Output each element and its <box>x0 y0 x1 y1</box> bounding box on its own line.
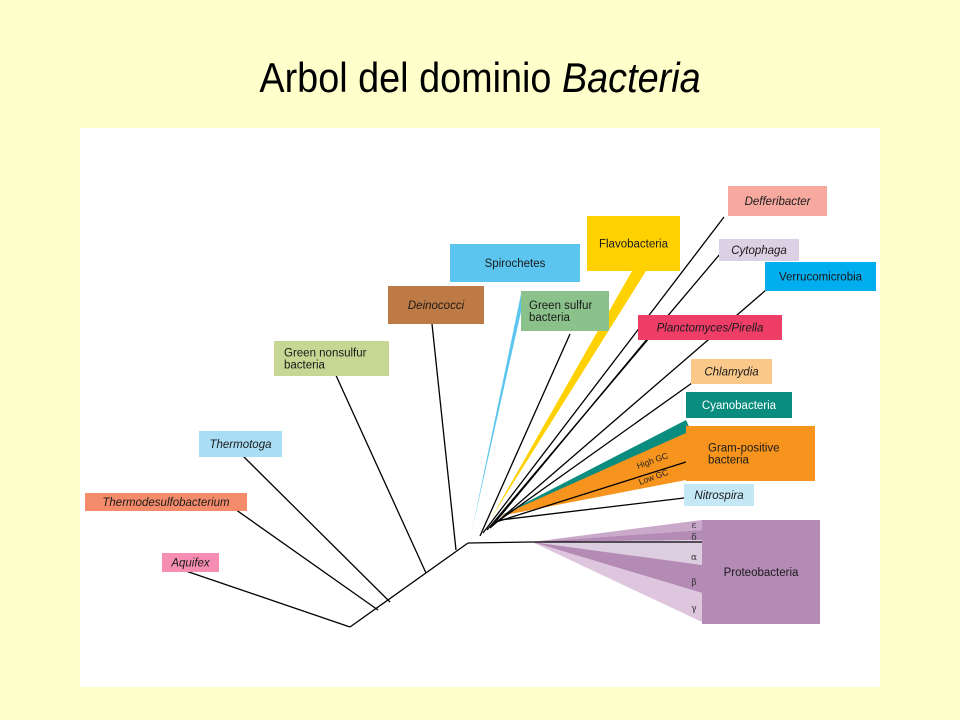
branch-deinococci <box>431 323 457 551</box>
cyanobacteria-label-box <box>686 392 792 418</box>
thermotoga-label-box <box>199 431 282 457</box>
phylogenetic-tree: Aquifex Thermodesulfobacterium Thermotoga G… <box>85 186 876 628</box>
green-sulfur-label-text: Green sulfur <box>529 300 592 312</box>
green-sulfur-label-box <box>521 291 609 331</box>
gram-positive-label-text: bacteria <box>708 455 750 467</box>
spirochetes-label-box <box>450 244 580 282</box>
proteobacteria-label-text: Proteobacteria <box>724 567 799 579</box>
branch-defferibacter <box>482 216 725 534</box>
verrucomicrobia-label-box <box>765 262 876 291</box>
branch-aquifex <box>179 568 351 628</box>
branch-green-sulfur <box>479 333 571 537</box>
branch-planctomyces <box>491 337 649 527</box>
flavobacteria-label-box <box>587 216 680 271</box>
gram-positive-label-box <box>686 426 815 481</box>
planctomyces-label-box <box>638 315 782 340</box>
green-sulfur-label-text: bacteria <box>529 312 571 324</box>
label-spirochetes: Spirochetes <box>450 244 580 282</box>
nitrospira-label-text: Nitrospira <box>694 490 743 502</box>
label-cyanobacteria: Cyanobacteria <box>686 392 792 418</box>
proteobacteria-subgroup-label: γ <box>691 604 696 614</box>
gram-positive-label-text: Gram-positive <box>708 443 780 455</box>
chlamydia-label-text: Chlamydia <box>704 367 758 379</box>
label-proteobacteria: Proteobacteria <box>702 520 820 624</box>
label-chlamydia: Chlamydia <box>691 359 772 384</box>
cytophaga-label-box <box>719 239 799 261</box>
title-taxon: Bacteria <box>561 54 701 101</box>
branch-trunk <box>349 542 469 628</box>
proteobacteria-subgroup-label: β <box>691 578 696 588</box>
thermodesulfobacterium-label-box <box>85 493 247 511</box>
aquifex-label-text: Aquifex <box>170 558 211 570</box>
flavobacteria-wedge <box>490 271 646 520</box>
branch-thermodesulfobacterium <box>231 506 379 611</box>
label-thermodesulfobacterium: Thermodesulfobacterium <box>85 493 247 511</box>
proteobacteria-label-box <box>702 520 820 624</box>
green-nonsulfur-label-text: bacteria <box>284 360 326 372</box>
label-defferibacter: Defferibacter <box>728 186 827 216</box>
slide-title: Arbol del dominio Bacteria <box>48 54 912 102</box>
deinococci-label-box <box>388 286 484 324</box>
cytophaga-label-text: Cytophaga <box>731 245 787 257</box>
deinococci-label-text: Deinococci <box>408 300 465 312</box>
proteobacteria-wedge-1 <box>532 520 702 542</box>
planctomyces-label-text: Planctomyces/Pirella <box>657 323 764 335</box>
proteobacteria-wedge-5 <box>532 542 702 622</box>
label-aquifex: Aquifex <box>162 553 219 572</box>
label-planctomyces: Planctomyces/Pirella <box>638 315 782 340</box>
branch-nitrospira <box>499 497 685 521</box>
green-nonsulfur-label-box <box>274 341 389 376</box>
thermotoga-label-text: Thermotoga <box>209 439 271 451</box>
label-deinococci: Deinococci <box>388 286 484 324</box>
branch-green-nonsulfur <box>333 370 427 574</box>
branch-thermotoga <box>241 454 391 603</box>
tree-branches <box>179 216 767 628</box>
label-flavobacteria: Flavobacteria <box>587 216 680 271</box>
branch-gram-positive-split <box>495 461 687 523</box>
cyanobacteria-wedge <box>498 420 692 517</box>
branch-proteobacteria-stem <box>467 541 533 544</box>
defferibacter-label-box <box>728 186 827 216</box>
cyanobacteria-label-text: Cyanobacteria <box>702 400 777 412</box>
chlamydia-label-box <box>691 359 772 384</box>
thermodesulfobacterium-label-text: Thermodesulfobacterium <box>102 497 230 509</box>
spirochetes-label-text: Spirochetes <box>485 258 546 270</box>
nitrospira-label-box <box>684 484 754 506</box>
flavobacteria-label-text: Flavobacteria <box>599 239 669 251</box>
gram-positive-wedge <box>500 433 686 516</box>
proteobacteria-subgroup-label: ε <box>692 521 697 531</box>
title-prefix: Arbol del dominio <box>259 54 552 101</box>
label-thermotoga: Thermotoga <box>199 431 282 457</box>
spirochetes-wedge <box>472 294 525 530</box>
proteobacteria-subgroup-label: δ <box>691 533 696 543</box>
label-nitrospira: Nitrospira <box>684 484 754 506</box>
label-cytophaga: Cytophaga <box>719 239 799 261</box>
green-nonsulfur-label-text: Green nonsulfur <box>284 348 367 360</box>
aquifex-label-box <box>162 553 219 572</box>
proteobacteria-wedge-3 <box>532 540 702 565</box>
verrucomicrobia-label-text: Verrucomicrobia <box>779 272 863 284</box>
label-verrucomicrobia: Verrucomicrobia <box>765 262 876 291</box>
defferibacter-label-text: Defferibacter <box>745 196 812 208</box>
clade-wedges <box>472 271 702 622</box>
proteobacteria-wedge-2 <box>532 530 702 542</box>
branch-chlamydia <box>493 382 693 525</box>
proteobacteria-subgroup-label: α <box>691 553 697 563</box>
taxon-labels: Aquifex Thermodesulfobacterium Thermotoga G… <box>85 186 876 624</box>
diagram-panel: Aquifex Thermodesulfobacterium Thermotoga G… <box>80 128 880 687</box>
